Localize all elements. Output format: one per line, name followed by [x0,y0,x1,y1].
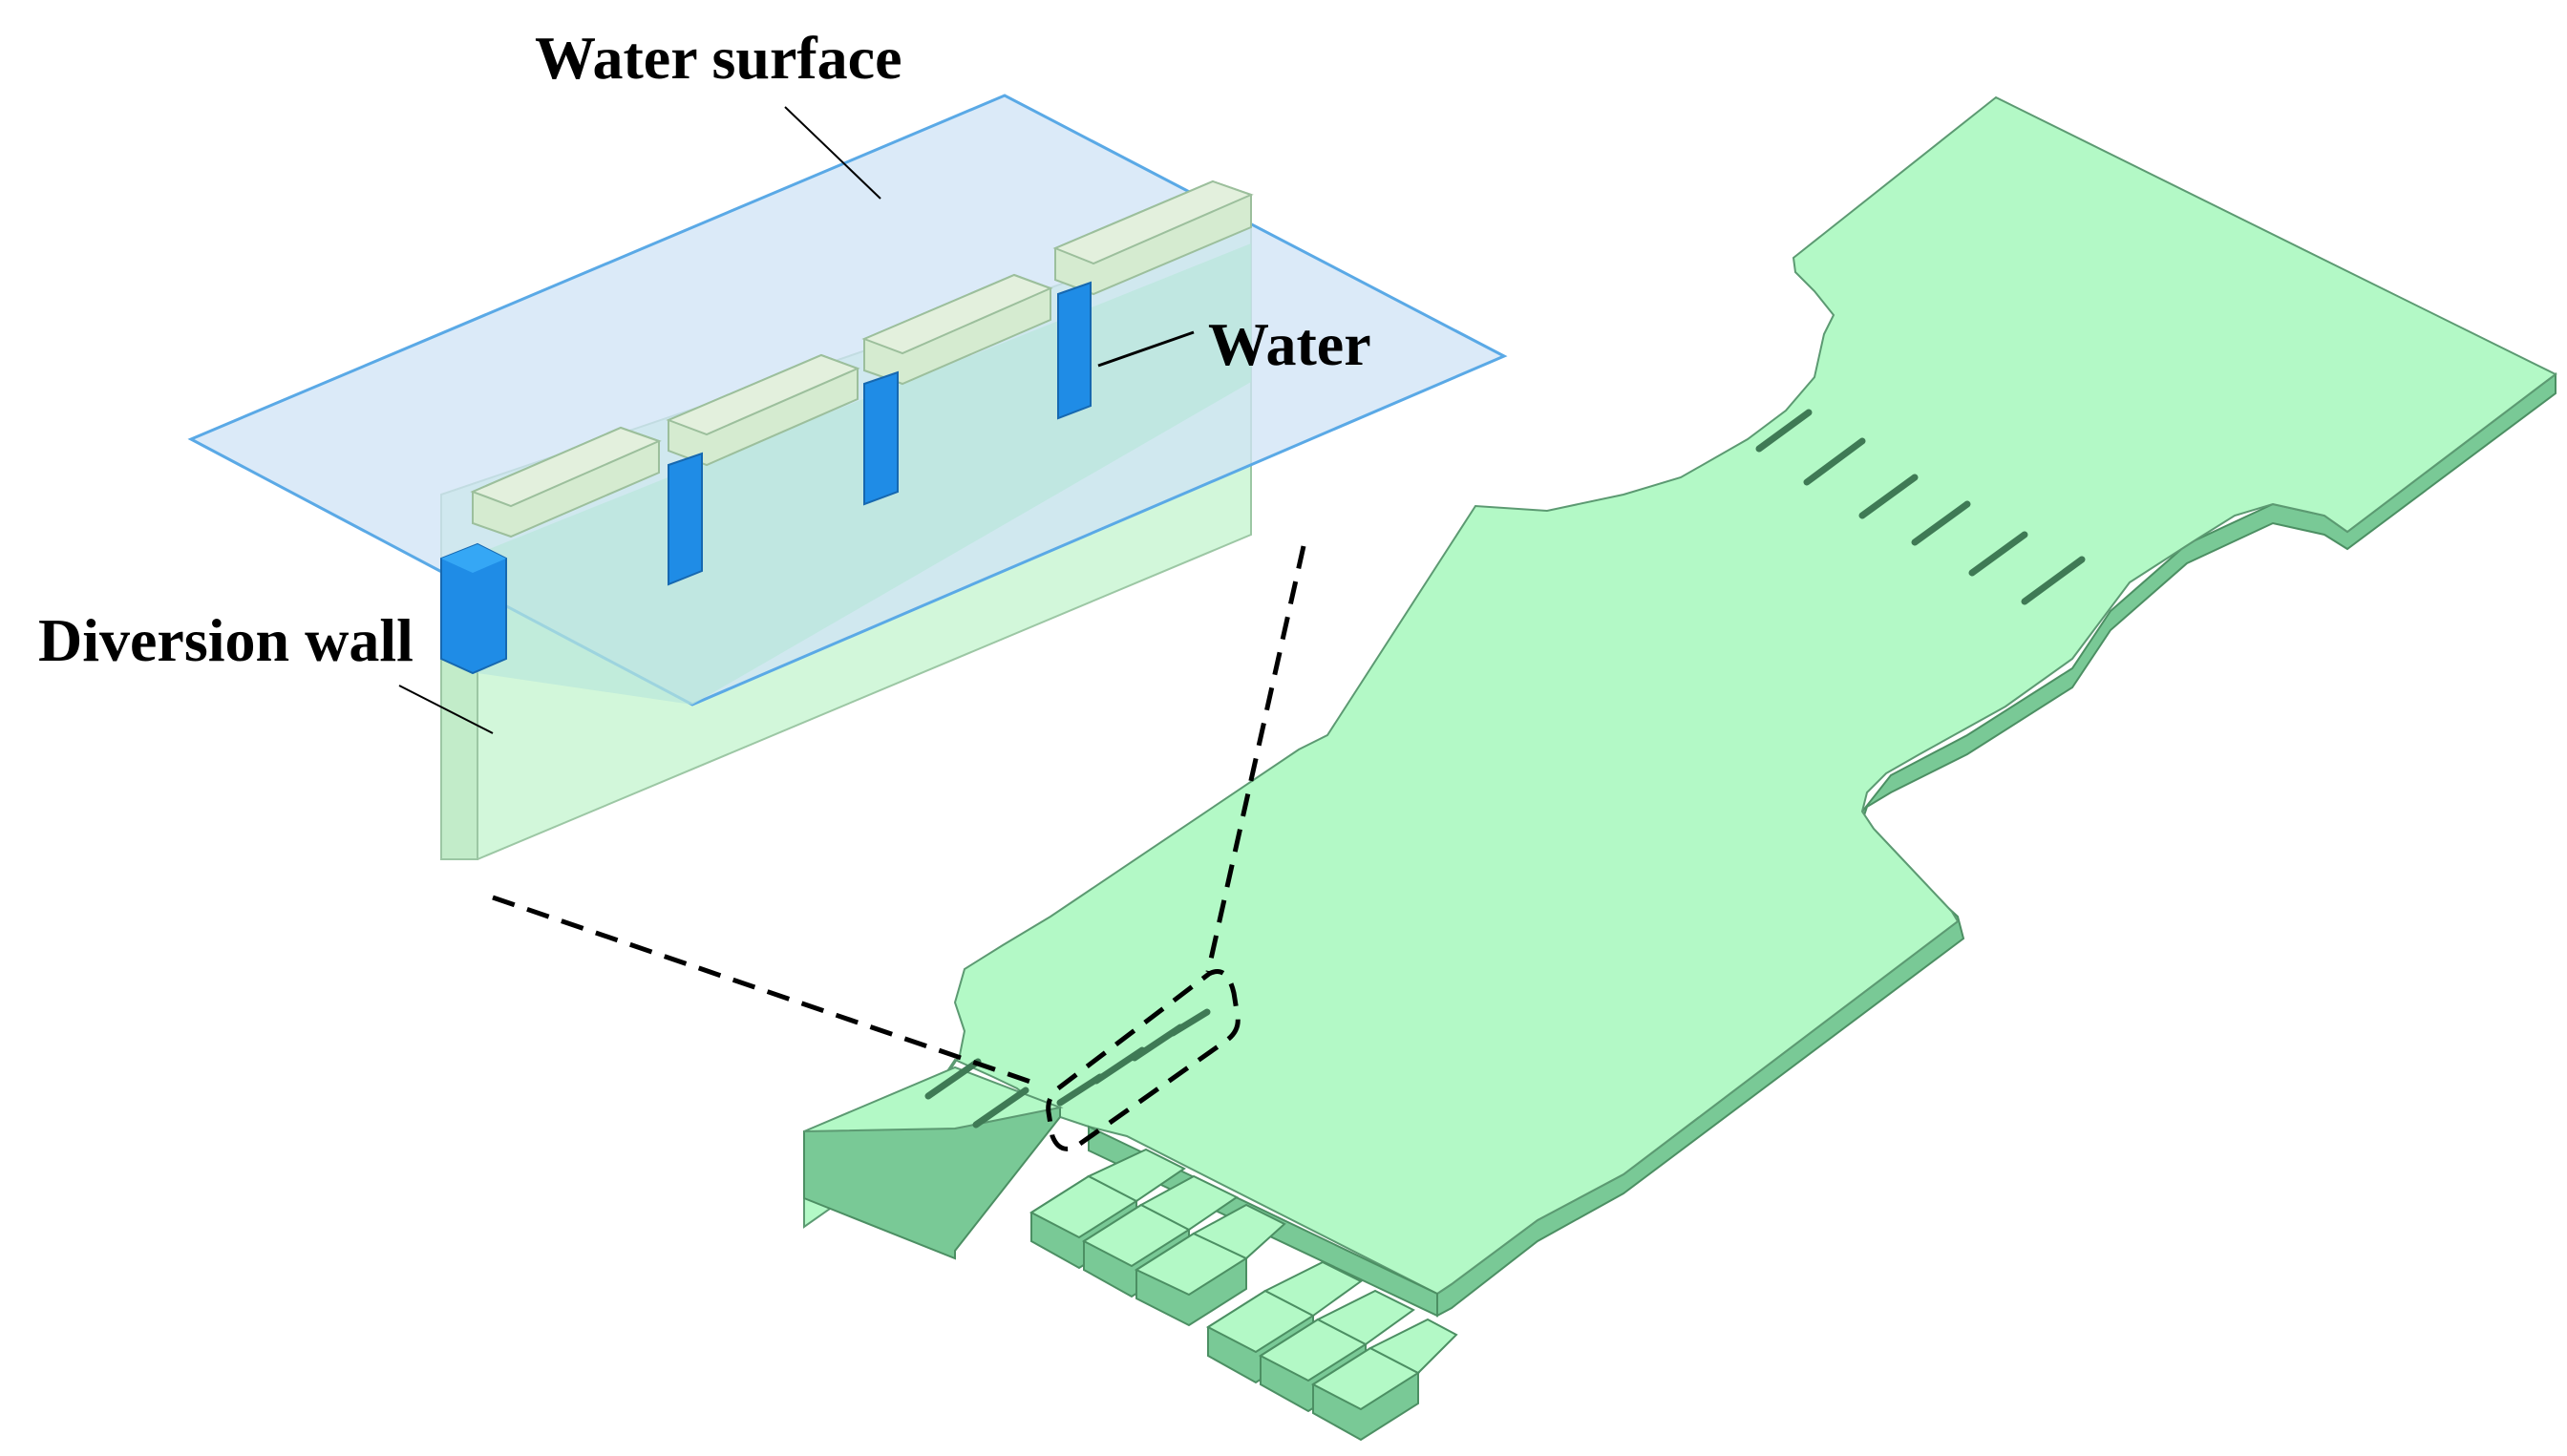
step-blocks-left [1029,1148,1286,1327]
water-leader [1097,330,1195,368]
platform-top [803,95,2557,1296]
diversion-wall-detail [187,94,1508,860]
water-column-3 [863,370,899,506]
zoom-callout [492,545,1306,1151]
upper-wall-slots [1755,409,2086,605]
lower-wall-slots [924,1008,1211,1129]
diversion-wall-leader [398,685,494,734]
water-columns [440,281,1092,675]
platform-left-block-top [803,1066,1064,1132]
water-label: Water [1208,310,1371,378]
diversion-wall-label: Diversion wall [38,606,414,674]
water-column-2 [668,452,703,586]
callout-dashed-box [1046,969,1241,1151]
callout-line-left [492,895,1037,1087]
wall-top-segments [470,179,1254,538]
platform-right-side [1436,371,2556,1318]
water-surface-leader [784,106,881,200]
step-blocks-right [1205,1260,1458,1442]
spillway-model [803,95,2557,1442]
water-surface-label: Water surface [535,24,902,92]
callout-line-right [1205,545,1306,973]
water-column-4 [1057,281,1092,420]
